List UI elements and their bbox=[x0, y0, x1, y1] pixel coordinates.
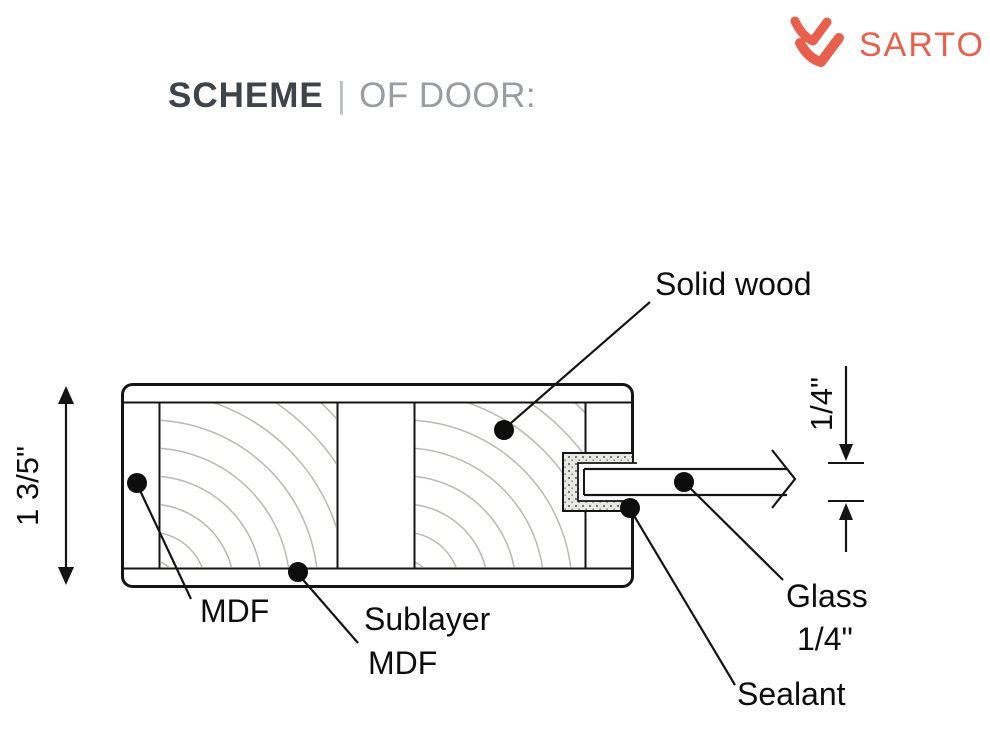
label-sublayer-1: Sublayer bbox=[364, 601, 491, 637]
door-cross-section bbox=[121, 383, 797, 588]
dot-mdf bbox=[127, 473, 147, 493]
label-glass-2: 1/4" bbox=[797, 621, 853, 657]
leader-sealant bbox=[629, 508, 736, 686]
label-sublayer-2: MDF bbox=[368, 645, 437, 681]
sarto-logo-icon bbox=[790, 16, 844, 67]
title-light: OF DOOR: bbox=[359, 76, 537, 115]
dot-sealant bbox=[620, 498, 640, 518]
callout-leaders bbox=[136, 301, 784, 686]
brand-block: SARTO bbox=[786, 16, 985, 74]
page-title: SCHEME | OF DOOR: bbox=[168, 74, 536, 116]
logo-stroke-bottom bbox=[795, 33, 844, 67]
label-sealant: Sealant bbox=[737, 676, 846, 712]
door-outline bbox=[121, 383, 634, 588]
label-glass-1: Glass bbox=[786, 578, 868, 614]
logo-stroke-top bbox=[790, 16, 832, 46]
dot-glass bbox=[674, 472, 694, 492]
dim-arrow-to-glass-bottom bbox=[839, 503, 853, 520]
dim-arrow-down bbox=[58, 567, 74, 585]
label-mdf: MDF bbox=[200, 593, 269, 629]
dim-door-thickness-text: 1 3/5" bbox=[10, 446, 45, 526]
door-inner-lines bbox=[124, 401, 631, 570]
dim-arrow-up bbox=[58, 386, 74, 404]
dimension-glass-thickness: 1/4" bbox=[804, 366, 864, 552]
leader-solid-wood bbox=[503, 301, 651, 430]
dim-glass-thickness-text: 1/4" bbox=[804, 377, 839, 431]
glass-slot-outline bbox=[577, 462, 637, 502]
title-separator: | bbox=[336, 74, 347, 115]
dot-sublayer-mdf bbox=[288, 562, 308, 582]
leader-mdf bbox=[136, 483, 192, 600]
leader-glass bbox=[683, 481, 784, 581]
dimension-door-thickness: 1 3/5" bbox=[10, 386, 74, 585]
dot-solid-wood bbox=[494, 420, 514, 440]
glass-panel bbox=[583, 449, 797, 509]
glass-break-symbol bbox=[771, 449, 797, 509]
brand-name: SARTO bbox=[859, 25, 985, 64]
title-bold: SCHEME bbox=[168, 76, 324, 115]
label-solid-wood: Solid wood bbox=[655, 266, 812, 302]
leader-sublayer-mdf bbox=[297, 573, 359, 644]
callout-labels: Solid wood MDF Sublayer MDF Glass 1/4" S… bbox=[200, 266, 868, 712]
dim-arrow-to-glass-top bbox=[839, 444, 853, 461]
callout-dots bbox=[127, 420, 694, 582]
